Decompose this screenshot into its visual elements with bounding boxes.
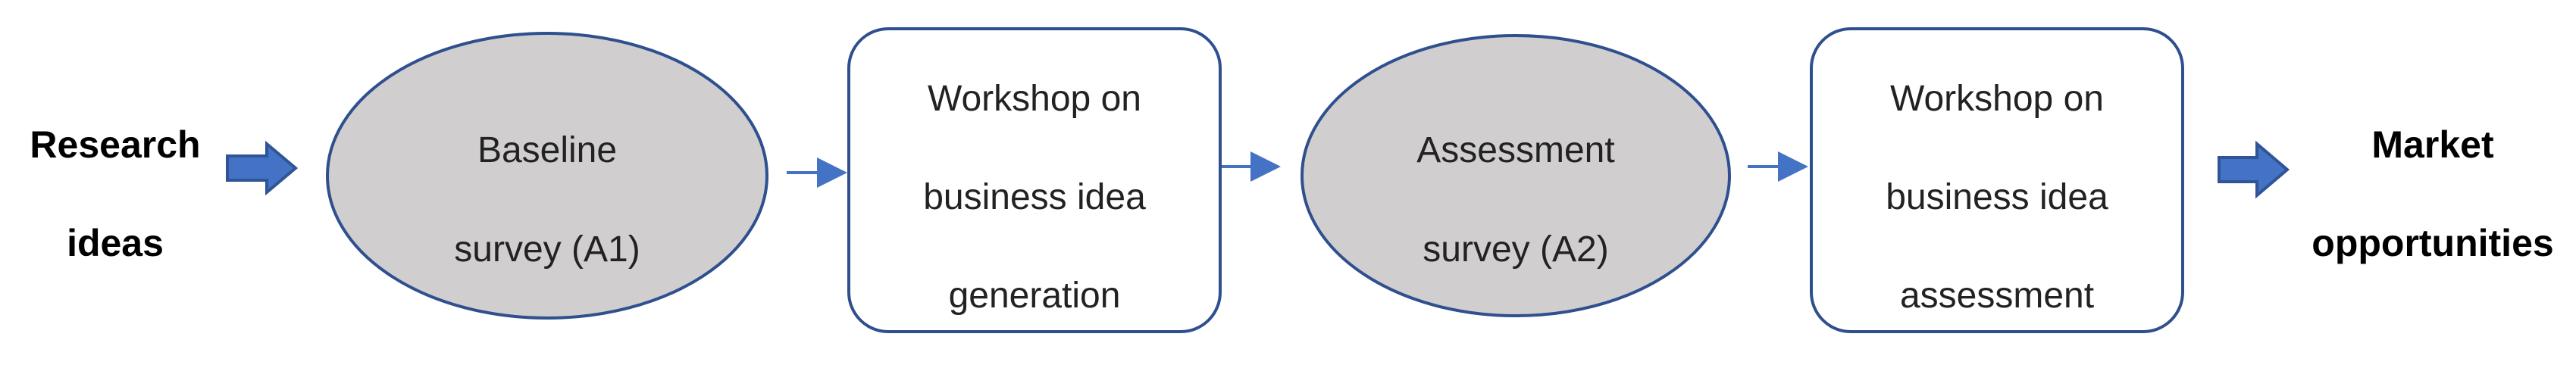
baseline-survey-line1: Baseline <box>477 130 617 170</box>
assessment-survey-line2: survey (A2) <box>1423 229 1608 270</box>
baseline-survey-ellipse <box>326 32 768 320</box>
assessment-survey-line1: Assessment <box>1416 130 1614 170</box>
step-baseline-survey: Baseline survey (A1) <box>326 32 768 320</box>
workshop-assessment-line3: assessment <box>1900 276 2094 316</box>
output-label-line2: opportunities <box>2312 222 2553 264</box>
workshop-generation-line3: generation <box>949 276 1121 316</box>
output-block-arrow <box>2218 140 2290 199</box>
input-label: Research ideas <box>30 123 200 264</box>
workshop-generation-box <box>847 27 1222 333</box>
step-workshop-assessment: Workshop on business idea assessment <box>1810 27 2184 333</box>
input-label-line1: Research <box>30 123 200 166</box>
workshop-assessment-line2: business idea <box>1886 177 2108 217</box>
workshop-generation-line1: Workshop on <box>928 79 1141 119</box>
assessment-survey-ellipse <box>1301 34 1731 317</box>
input-block-arrow <box>226 140 299 196</box>
step-assessment-survey: Assessment survey (A2) <box>1301 34 1731 317</box>
input-label-line2: ideas <box>67 222 164 264</box>
output-label-line1: Market <box>2371 123 2494 166</box>
step-workshop-generation: Workshop on business idea generation <box>847 27 1222 333</box>
workshop-assessment-box <box>1810 27 2184 333</box>
baseline-survey-line2: survey (A1) <box>454 229 640 270</box>
output-label: Market opportunities <box>2312 123 2553 264</box>
workshop-assessment-line1: Workshop on <box>1890 79 2104 119</box>
workshop-generation-line2: business idea <box>923 177 1146 217</box>
